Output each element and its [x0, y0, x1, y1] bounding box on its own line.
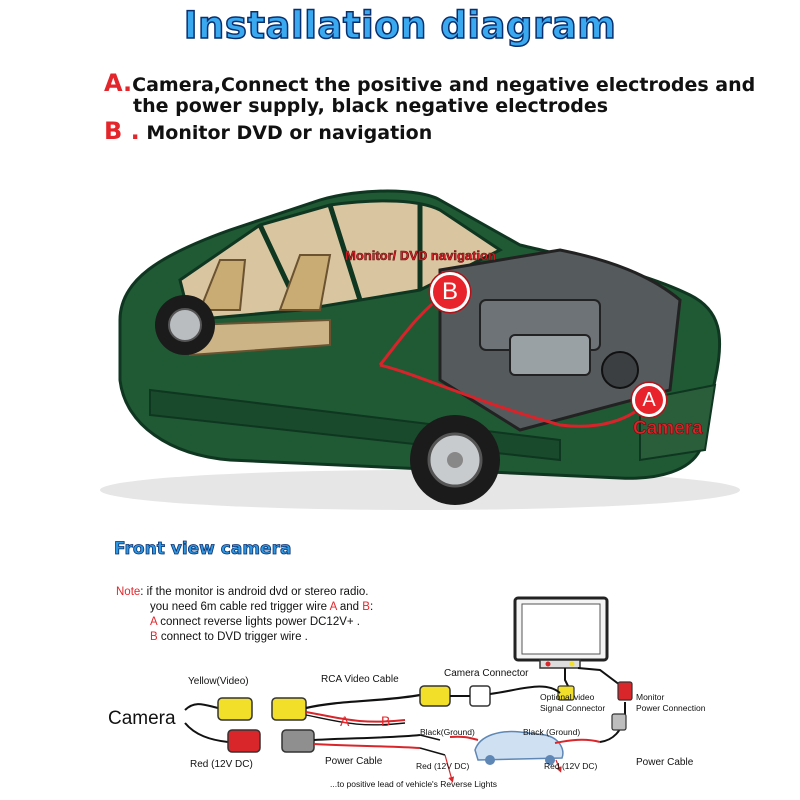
note-line3-text: connect reverse lights power DC12V+ .	[157, 616, 360, 628]
note-prefix: Note	[116, 586, 141, 598]
legend-item-b: B . Monitor DVD or navigation	[104, 117, 433, 145]
note-and: and	[336, 601, 363, 613]
rca-yellow-end	[419, 685, 451, 707]
optional-video-label-line1: Optional video	[540, 692, 595, 702]
red-12v-small-label-2: Red (12V DC)	[544, 761, 598, 771]
note-line4-text: connect to DVD trigger wire .	[157, 631, 308, 643]
optional-video-connector	[557, 685, 575, 701]
note-line-2: you need 6m cable red trigger wire A and…	[150, 600, 373, 615]
legend-letter-b: B .	[104, 117, 140, 145]
red-12v-label: Red (12V DC)	[190, 759, 253, 770]
page-title: Installation diagram	[183, 3, 617, 48]
note-letter-b: B	[362, 601, 370, 613]
monitor-dvd-callout-label: Monitor/ DVD navigation	[345, 248, 497, 264]
legend-text-a-line2: the power supply, black negative electro…	[133, 95, 609, 117]
car-cutaway-illustration	[100, 189, 740, 510]
note-line-4: B connect to DVD trigger wire .	[150, 630, 308, 645]
note-line-3: A connect reverse lights power DC12V+ .	[150, 615, 360, 630]
yellow-video-plug-rca	[271, 697, 307, 721]
note-line4-letter: B	[150, 631, 158, 643]
marker-a: A	[632, 383, 666, 417]
wiring-diagram	[184, 596, 633, 783]
yellow-video-label: Yellow(Video)	[188, 676, 249, 687]
optional-video-label-line2: Signal Connector	[540, 703, 606, 713]
legend-text-a-line1: Camera,Connect the positive and negative…	[132, 74, 756, 96]
note-line2-text: you need 6m cable red trigger wire	[150, 601, 330, 613]
vehicle-silhouette	[474, 730, 564, 761]
wire-b-label: B	[381, 713, 391, 729]
reverse-lights-label: ...to positive lead of vehicle's Reverse…	[330, 779, 497, 789]
legend-item-a: A.Camera,Connect the positive and negati…	[104, 69, 756, 97]
camera-wire-label: Camera	[108, 708, 176, 729]
note-line-1: Note: if the monitor is android dvd or s…	[116, 585, 369, 600]
note-colon: :	[369, 601, 374, 613]
wire-a-label: A	[340, 713, 350, 729]
monitor-power-connector	[617, 681, 633, 701]
monitor-power-label-line2: Power Connection	[636, 703, 706, 713]
yellow-video-plug	[217, 697, 253, 721]
camera-connector	[469, 685, 491, 707]
red-12v-small-label-1: Red (12V DC)	[416, 761, 470, 771]
camera-callout-label: Camera	[633, 418, 703, 440]
grey-power-plug	[281, 729, 315, 753]
note-letter-a: A	[329, 601, 337, 613]
legend-letter-a: A.	[104, 69, 133, 97]
camera-connector-label: Camera Connector	[444, 668, 529, 679]
note-line3-letter: A	[150, 616, 158, 628]
power-cable-label: Power Cable	[325, 756, 383, 767]
legend-text-b: Monitor DVD or navigation	[146, 122, 433, 144]
front-view-camera-label: Front view camera	[114, 539, 292, 560]
note-line1-text: : if the monitor is android dvd or stere…	[140, 586, 369, 598]
monitor-power-label-line1: Monitor	[636, 692, 665, 702]
black-ground-label-2: Black (Ground)	[523, 727, 581, 737]
rca-video-cable-label: RCA Video Cable	[321, 674, 399, 685]
power-cable-right-label: Power Cable	[636, 757, 694, 768]
marker-b: B	[430, 272, 470, 312]
black-ground-label-1: Black(Ground)	[420, 727, 475, 737]
red-power-plug	[227, 729, 261, 753]
